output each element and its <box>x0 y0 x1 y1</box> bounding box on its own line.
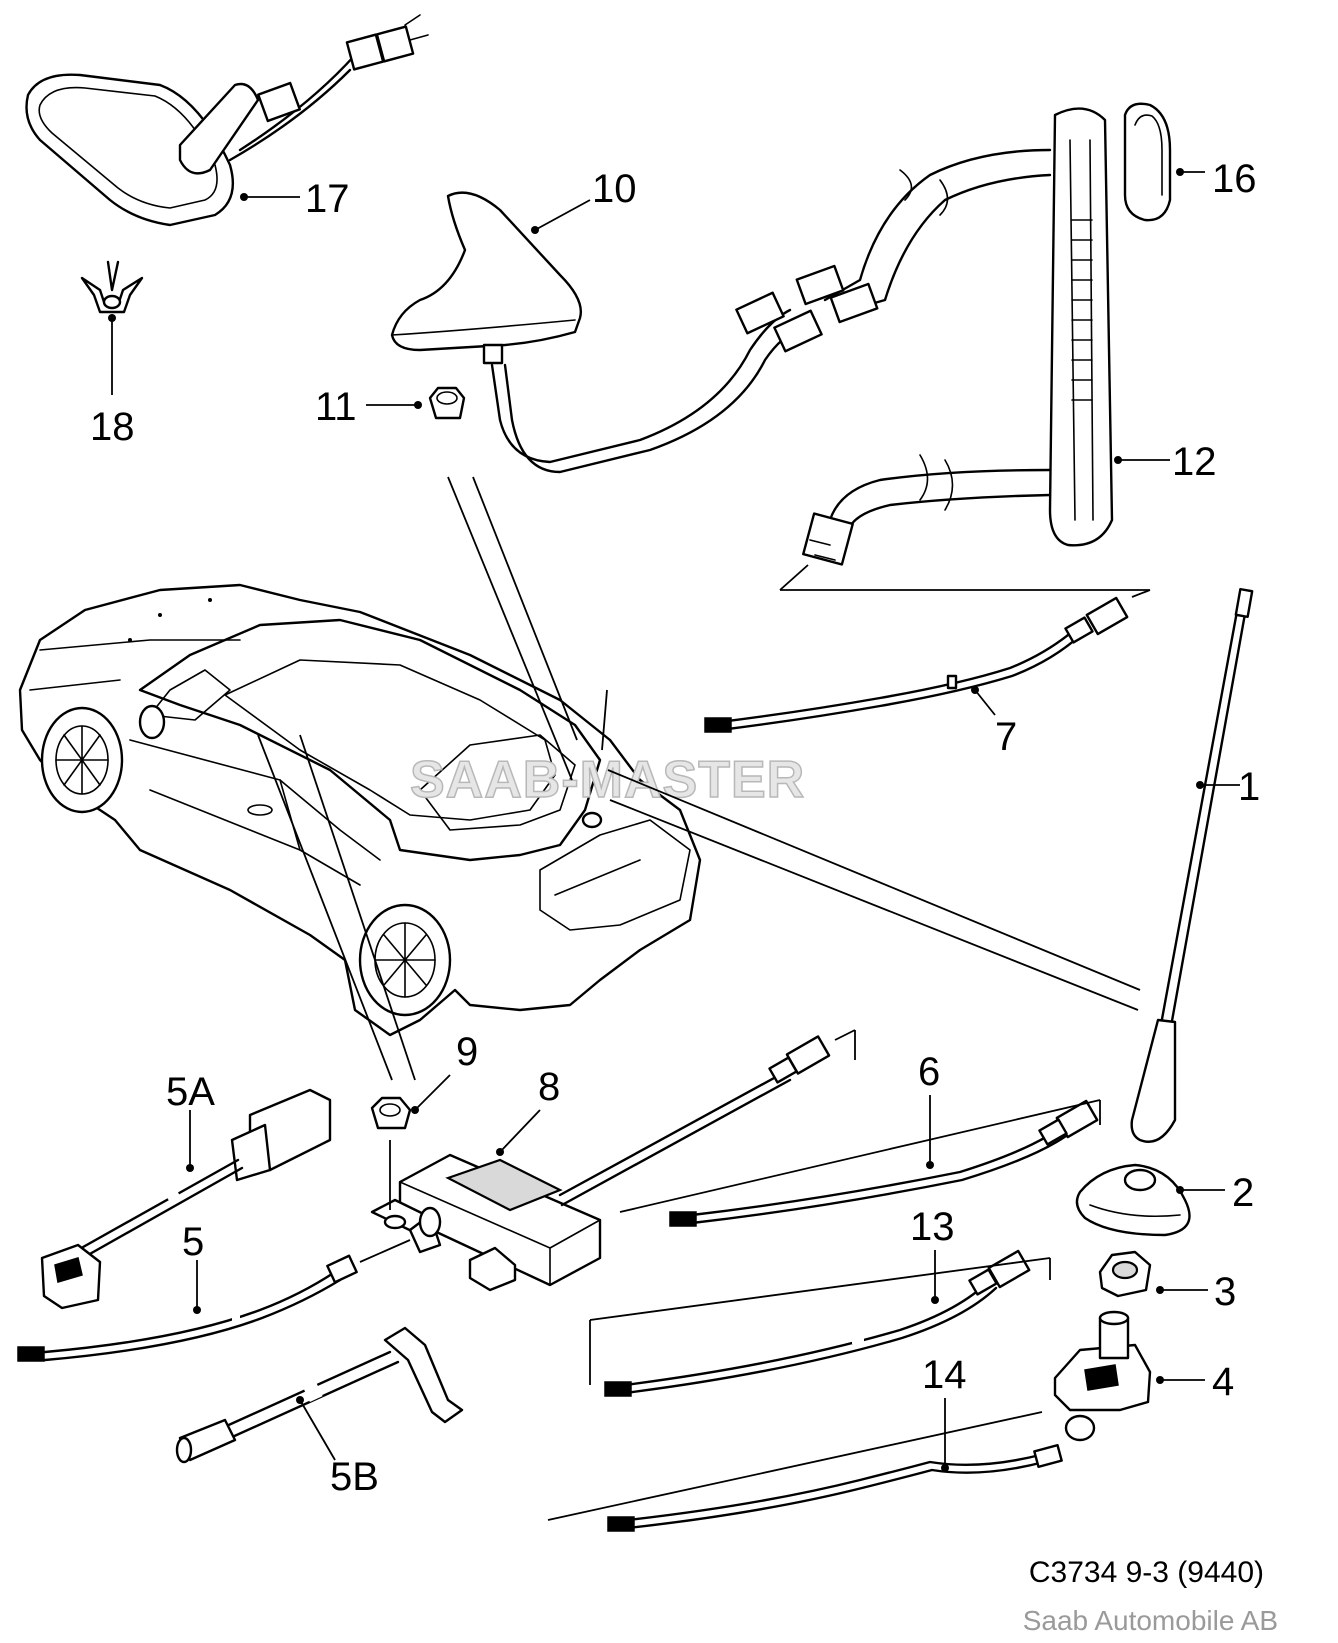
callout-8: 8 <box>538 1065 560 1109</box>
callout-14: 14 <box>922 1353 967 1397</box>
callout-12: 12 <box>1172 440 1217 484</box>
part-14-cable <box>547 1398 1063 1532</box>
diagram-code: C3734 9-3 (9440) <box>1029 1556 1264 1589</box>
part-13-cable <box>589 1249 1051 1397</box>
part-10-shark-fin-antenna <box>390 191 823 474</box>
callout-5a: 5A <box>166 1070 215 1114</box>
part-17-roof-antenna <box>25 14 429 227</box>
part-4-antenna-mount <box>1053 1310 1205 1442</box>
part-2-antenna-base <box>1075 1163 1225 1237</box>
part-5a-connector-cable <box>40 1088 332 1310</box>
callout-9: 9 <box>456 1030 478 1074</box>
part-6-cable <box>619 1095 1101 1227</box>
part-5-cable <box>17 1239 411 1362</box>
callout-4: 4 <box>1212 1360 1234 1404</box>
part-9-nut <box>370 1074 451 1210</box>
callout-2: 2 <box>1232 1171 1254 1215</box>
part-3-nut <box>1098 1250 1208 1298</box>
part-5b-cable <box>175 1326 464 1464</box>
part-8-antenna-module <box>370 1029 856 1292</box>
callout-16: 16 <box>1212 157 1257 201</box>
callout-5: 5 <box>182 1220 204 1264</box>
callout-7: 7 <box>995 715 1017 759</box>
part-18-clip <box>80 260 144 395</box>
convertible-car-illustration <box>18 583 702 1037</box>
part-11-nut <box>366 386 466 420</box>
callout-11: 11 <box>315 385 357 429</box>
part-1-whip-antenna <box>1130 587 1254 1143</box>
part-7-cable <box>704 589 1151 733</box>
callout-5b: 5B <box>330 1455 379 1499</box>
part-12-cable-harness <box>779 107 1170 591</box>
callout-1: 1 <box>1238 765 1260 809</box>
callout-6: 6 <box>918 1050 940 1094</box>
watermark-text: SAAB-MASTER <box>410 751 805 809</box>
location-lines <box>257 476 1141 1081</box>
callout-3: 3 <box>1214 1270 1236 1314</box>
callout-10: 10 <box>592 167 637 211</box>
callout-13: 13 <box>910 1205 955 1249</box>
part-16-pad <box>1123 102 1205 222</box>
callout-17: 17 <box>305 177 350 221</box>
callout-18: 18 <box>90 405 135 449</box>
copyright-company: Saab Automobile AB <box>1023 1605 1278 1636</box>
